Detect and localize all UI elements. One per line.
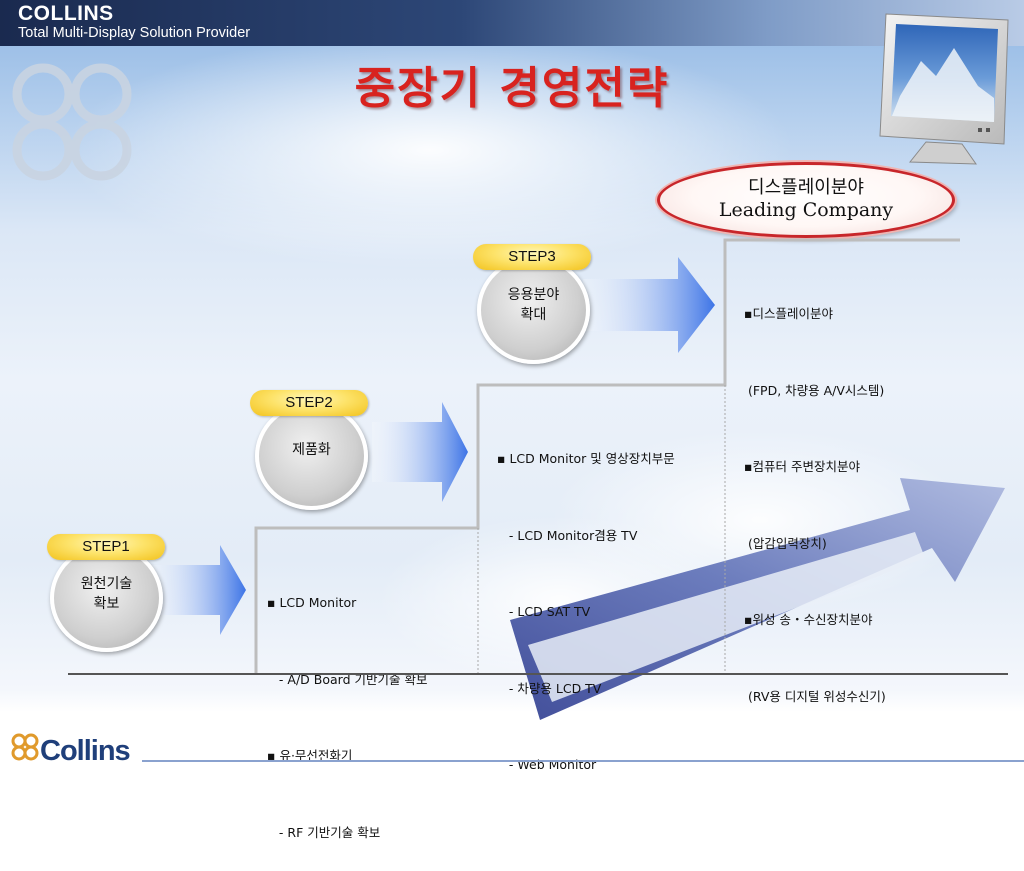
step2-detail-item: - 차량용 LCD TV: [497, 680, 602, 696]
step1-detail-item: ▪ LCD Monitor: [267, 595, 357, 610]
step2-badge: STEP2: [250, 390, 368, 416]
step2-detail-item: - Web Monitor: [497, 757, 597, 772]
footer-logo: Collins: [11, 733, 131, 766]
brand-name: COLLINS: [18, 2, 114, 25]
step3-detail-item: ▪디스플레이분야: [744, 306, 833, 321]
baseline-divider: [68, 673, 1008, 675]
step3-detail-item: (압감입력장치): [744, 535, 827, 551]
step1-arrow-icon: [150, 545, 246, 635]
step3-badge: STEP3: [473, 244, 591, 270]
collins-logo-mark-icon: [12, 63, 132, 181]
header-bar: [0, 0, 1024, 46]
step2-detail-item: ▪ LCD Monitor 및 영상장치부문: [497, 451, 675, 466]
step1-details: ▪ LCD Monitor - A/D Board 기반기술 확보 ▪ 유·무선…: [267, 539, 427, 871]
step2-detail-item: - LCD SAT TV: [497, 604, 591, 619]
step3-detail-item: (RV용 디지털 위성수신기): [744, 688, 886, 704]
step3-label-line2: 확대: [520, 307, 547, 323]
step1-label: 원천기술 확보: [50, 574, 163, 614]
step1-label-line1: 원천기술: [80, 576, 133, 592]
step2-label-line1: 제품화: [292, 442, 331, 458]
step3-detail-item: ▪컴퓨터 주변장치분야: [744, 459, 860, 474]
footer-line: [142, 760, 1024, 762]
footer-logo-text: Collins: [40, 735, 130, 766]
step3-label-line1: 응용분야: [507, 287, 560, 303]
goal-line1: 디스플레이분야: [748, 177, 864, 198]
step3-details: ▪디스플레이분야 (FPD, 차량용 A/V시스템) ▪컴퓨터 주변장치분야 (…: [744, 250, 886, 735]
step1-detail-item: - RF 기반기술 확보: [267, 824, 381, 840]
step3-label: 응용분야 확대: [477, 285, 590, 325]
staircase-frame: [254, 238, 960, 675]
page-title: 중장기 경영전략: [354, 63, 670, 114]
step1-badge: STEP1: [47, 534, 165, 560]
brand-tagline: Total Multi-Display Solution Provider: [18, 25, 251, 41]
growth-arrow-icon: [510, 478, 1005, 720]
goal-line2: Leading Company: [718, 199, 894, 221]
step3-detail-item: (FPD, 차량용 A/V시스템): [744, 382, 885, 398]
step2-details: ▪ LCD Monitor 및 영상장치부문 - LCD Monitor겸용 T…: [497, 395, 675, 803]
step3-arrow-icon: [583, 257, 715, 353]
step3-detail-item: ▪위성 송・수신장치분야: [744, 612, 873, 627]
goal-oval: 디스플레이분야 Leading Company: [657, 162, 955, 238]
step2-detail-item: - LCD Monitor겸용 TV: [497, 527, 638, 543]
step2-label: 제품화: [255, 440, 368, 460]
step1-circle: [50, 544, 163, 652]
step2-arrow-icon: [372, 402, 468, 502]
step1-detail-item: - A/D Board 기반기술 확보: [267, 671, 428, 687]
monitor-image: [879, 13, 1009, 165]
step1-detail-item: ▪ 유·무선전화기: [267, 748, 353, 763]
step1-label-line2: 확보: [93, 596, 120, 612]
